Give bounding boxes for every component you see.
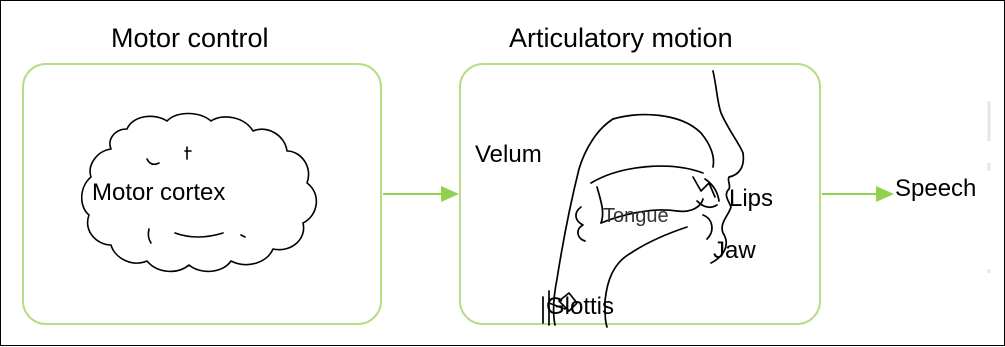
velum-label: Velum <box>475 141 542 169</box>
motor-cortex-label: Motor cortex <box>92 179 225 207</box>
glottis-label: Glottis <box>546 293 614 321</box>
jaw-label: Jaw <box>713 237 756 265</box>
vocal-tract-icon <box>543 71 743 327</box>
lips-label: Lips <box>729 185 773 213</box>
speech-label: Speech <box>895 175 976 203</box>
tongue-label: Tongue <box>603 205 669 228</box>
